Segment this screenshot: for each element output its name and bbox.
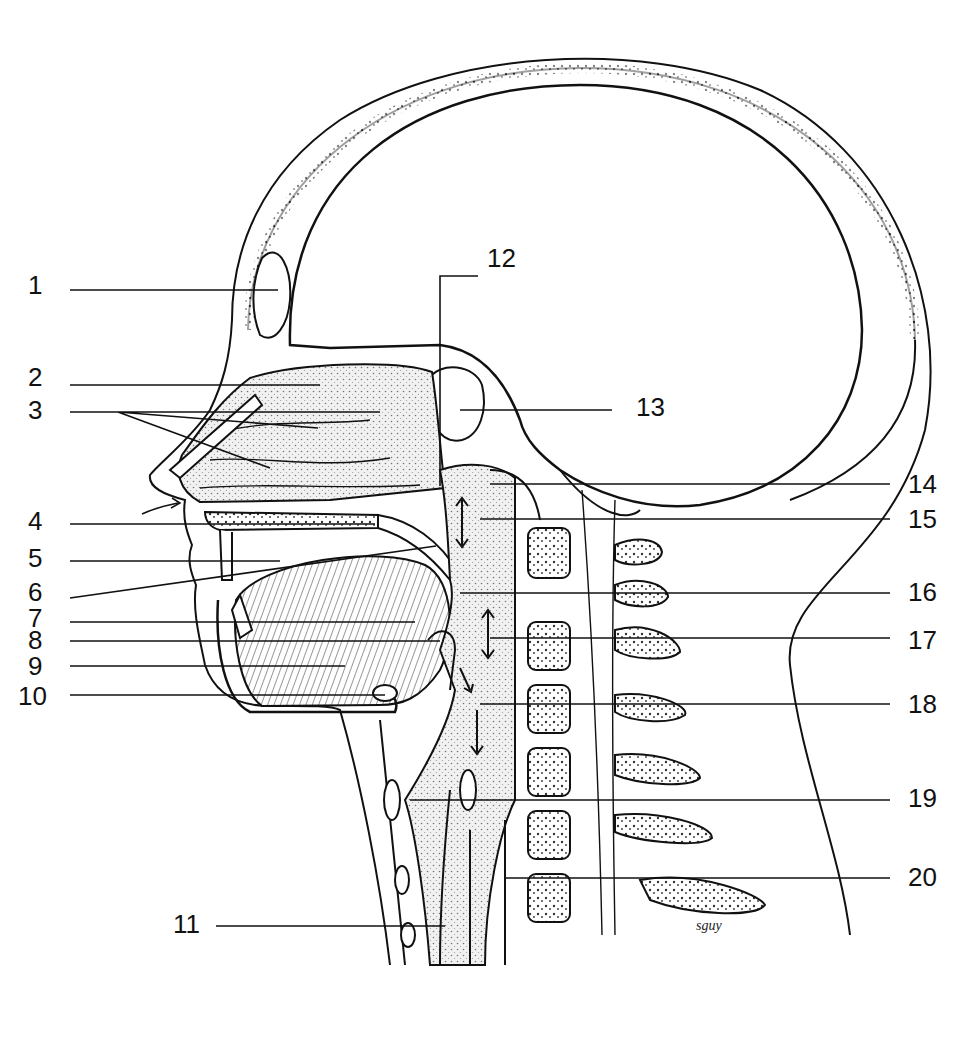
callout-number: 4 xyxy=(28,506,42,536)
callout-number: 6 xyxy=(28,577,42,607)
callout-number: 11 xyxy=(173,909,200,939)
callout-number: 10 xyxy=(18,681,47,711)
callout-number: 16 xyxy=(908,577,937,607)
callout-number: 18 xyxy=(908,689,937,719)
callout-number: 19 xyxy=(908,783,937,813)
callout-number: 2 xyxy=(28,362,42,392)
callout-number: 1 xyxy=(28,270,42,300)
callout-number: 12 xyxy=(487,243,516,273)
callout-number: 17 xyxy=(908,625,937,655)
callout-number: 8 xyxy=(28,625,42,655)
callout-number: 20 xyxy=(908,862,937,892)
callout-number: 14 xyxy=(908,469,937,499)
leader-lines xyxy=(70,276,890,926)
callout-number: 13 xyxy=(636,392,665,422)
callout-number: 3 xyxy=(28,395,42,425)
artist-signature: sguy xyxy=(696,918,722,934)
callout-number: 9 xyxy=(28,651,42,681)
callout-number: 5 xyxy=(28,543,42,573)
callout-number: 15 xyxy=(908,504,937,534)
